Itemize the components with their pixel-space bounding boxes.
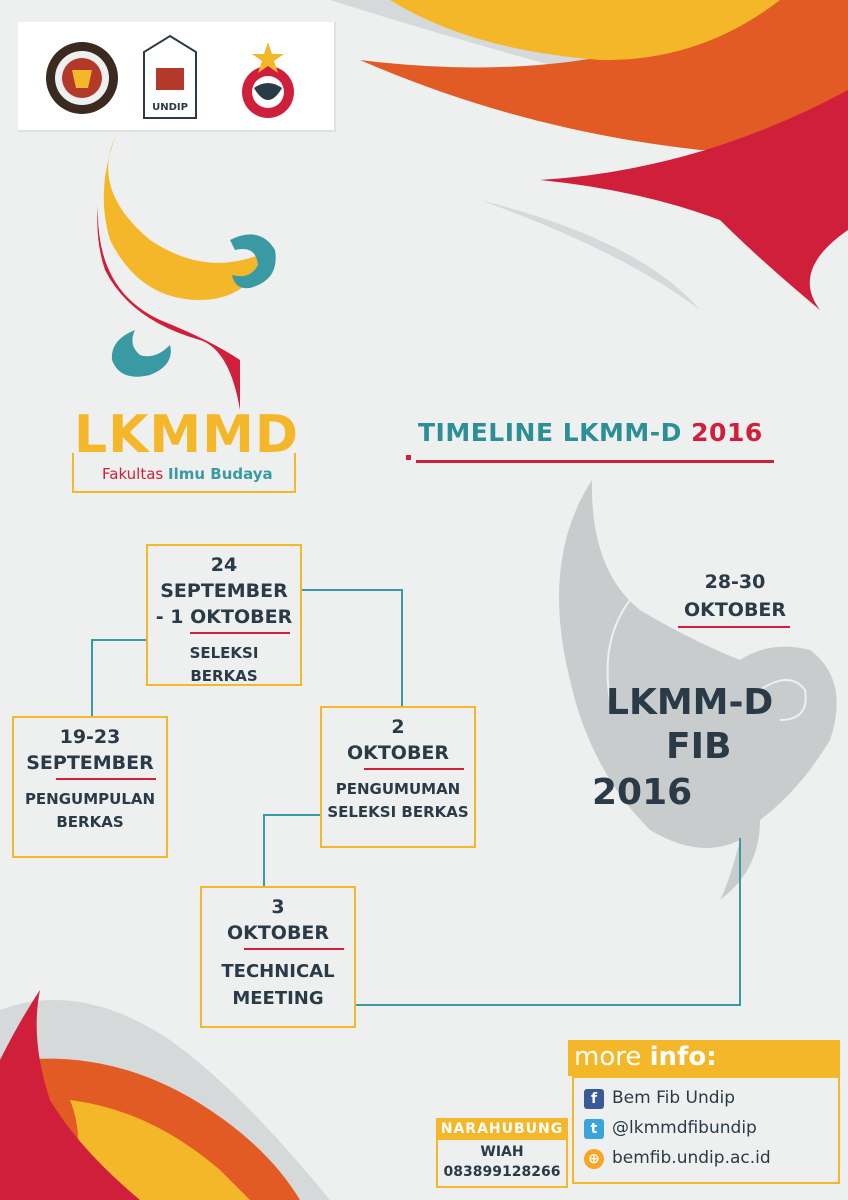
event-box-pengumpulan: 19-23 SEPTEMBER PENGUMPULAN BERKAS — [12, 716, 168, 858]
undip-emblem-icon: UNDIP — [143, 34, 197, 119]
bem-emblem-icon — [242, 42, 294, 118]
event-underline — [244, 948, 344, 950]
web-icon: ⊕ — [584, 1149, 604, 1169]
timeline-title-main: TIMELINE LKMM-D — [418, 418, 682, 447]
lkmmd-frame — [72, 453, 296, 493]
twitter-icon: t — [584, 1119, 604, 1139]
final-date-top: 28-30 — [704, 571, 766, 593]
logo-icons: UNDIP — [46, 34, 294, 119]
title-underline — [416, 460, 774, 463]
event-underline — [190, 632, 290, 634]
svg-text:UNDIP: UNDIP — [152, 102, 188, 113]
final-event-line3: 2016 — [592, 772, 693, 813]
final-date-underline — [678, 626, 790, 628]
timeline-title-year: 2016 — [691, 418, 763, 447]
contact-heading: NARAHUBUNG — [436, 1118, 568, 1140]
final-event-line1: LKMM-D — [606, 682, 774, 723]
lkmmd-name: LKMMD — [74, 405, 300, 465]
contact-name: WIAH — [480, 1144, 524, 1160]
title-underline-dot — [406, 455, 411, 460]
web-text: bemfib.undip.ac.id — [612, 1148, 771, 1168]
grey-ghost-emblem — [559, 480, 837, 900]
more-info-plain: more — [574, 1042, 642, 1072]
undip-seal-icon — [46, 42, 118, 114]
lkmmd-subtitle: Fakultas Ilmu Budaya — [102, 465, 273, 483]
subtitle-plain: Fakultas — [102, 465, 164, 483]
event-underline — [56, 778, 156, 780]
event-desc: TECHNICAL MEETING — [221, 961, 335, 1009]
facebook-text: Bem Fib Undip — [612, 1088, 736, 1108]
final-event-line2: FIB — [666, 726, 732, 767]
more-info-box: f Bem Fib Undip t @lkmmdfibundip ⊕ bemfi… — [572, 1076, 840, 1184]
event-box-technical-meeting: 3 OKTOBER TECHNICAL MEETING — [200, 886, 356, 1028]
event-date: 24 SEPTEMBER - 1 OKTOBER — [155, 554, 293, 628]
red-swoosh-top — [540, 90, 848, 310]
subtitle-bold: Ilmu Budaya — [168, 465, 273, 483]
more-info-heading: more info: — [568, 1040, 840, 1076]
final-date-bottom: OKTOBER — [683, 599, 787, 621]
lkmmd-wordmark: LKMMD Fakultas Ilmu Budaya — [72, 405, 302, 497]
red-swoosh-bottom — [0, 990, 140, 1200]
timeline-connectors — [91, 589, 741, 1006]
event-date: 2 OKTOBER — [346, 716, 450, 764]
orange-swoosh-top — [360, 0, 848, 150]
grey-swoosh-top-lower — [480, 200, 700, 310]
logo-strip: UNDIP — [18, 22, 336, 132]
contact-phone: 083899128266 — [443, 1164, 561, 1180]
event-desc: SELEKSI BERKAS — [189, 644, 259, 685]
facebook-icon: f — [584, 1089, 604, 1109]
more-info-bold: info: — [649, 1042, 717, 1072]
event-date: 3 OKTOBER — [226, 896, 330, 944]
twitter-text: @lkmmdfibundip — [612, 1118, 757, 1138]
final-event-date: 28-30 OKTOBER — [680, 568, 790, 624]
event-desc: PENGUMPULAN BERKAS — [24, 790, 156, 831]
event-box-seleksi: 24 SEPTEMBER - 1 OKTOBER SELEKSI BERKAS — [146, 544, 302, 686]
timeline-title: TIMELINE LKMM-D 2016 — [418, 418, 763, 447]
event-box-pengumuman: 2 OKTOBER PENGUMUMAN SELEKSI BERKAS — [320, 706, 476, 848]
event-desc: PENGUMUMAN SELEKSI BERKAS — [327, 780, 469, 821]
yellow-swoosh-top — [390, 0, 780, 61]
event-underline — [364, 768, 464, 770]
contact-box: WIAH 083899128266 — [436, 1140, 568, 1188]
lkmmd-emblem — [97, 135, 276, 410]
event-date: 19-23 SEPTEMBER — [26, 726, 154, 774]
